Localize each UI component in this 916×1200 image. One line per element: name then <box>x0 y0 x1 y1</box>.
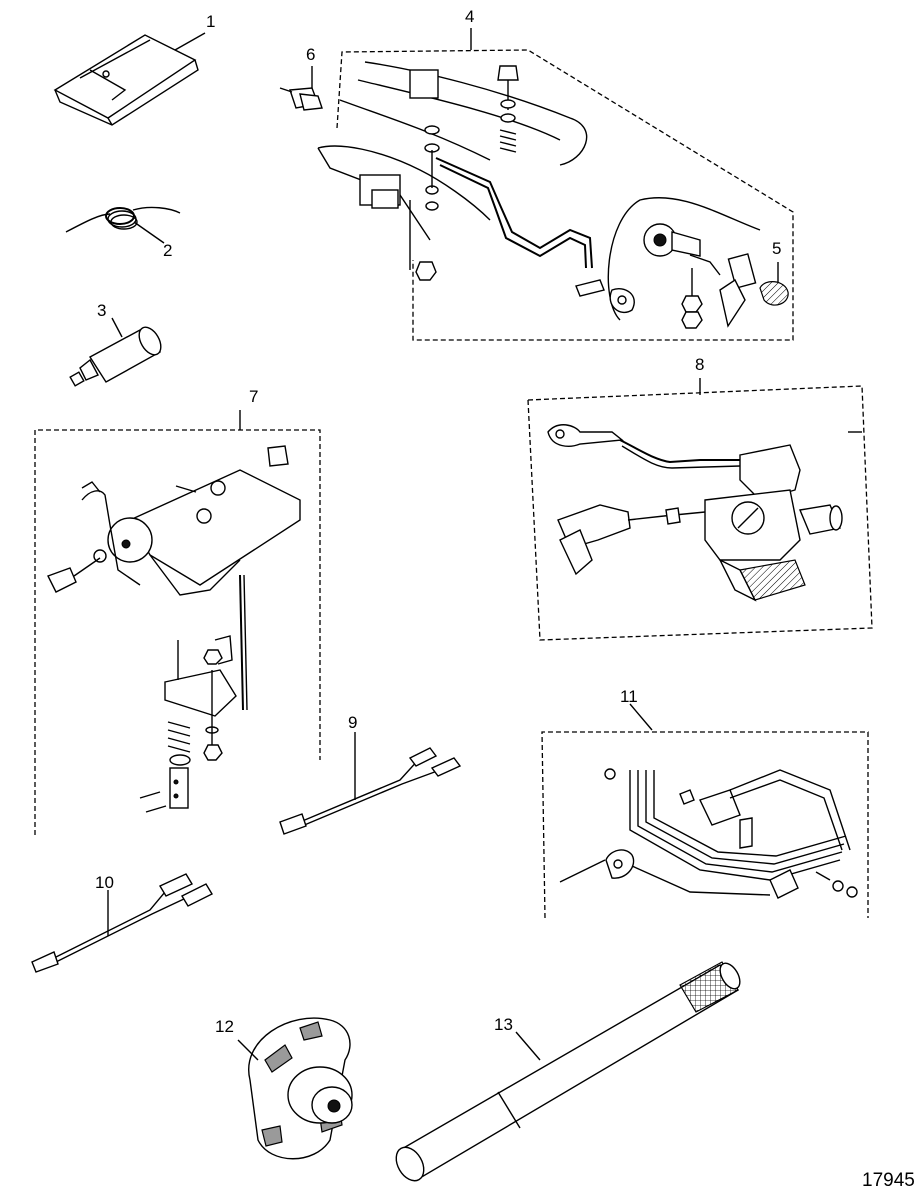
callout-2: 2 <box>163 241 172 260</box>
figure-number: 17945 <box>862 1170 915 1191</box>
part-6-fitting <box>279 66 323 111</box>
callout-3: 3 <box>97 301 106 320</box>
part-11-harness <box>541 703 869 919</box>
part-4-assembly <box>317 28 794 341</box>
callout-10: 10 <box>95 873 114 892</box>
part-3-tube <box>69 317 162 387</box>
part-10-wire <box>31 873 213 973</box>
callout-4: 4 <box>465 7 474 26</box>
callout-5: 5 <box>772 239 781 258</box>
part-8-switch <box>527 378 873 641</box>
callout-12: 12 <box>215 1017 234 1036</box>
part-1-pouch <box>53 32 206 126</box>
part-7-bracket <box>34 410 321 835</box>
callout-11: 11 <box>620 687 638 706</box>
callout-6: 6 <box>306 45 315 64</box>
callout-1: 1 <box>206 12 215 31</box>
callout-8: 8 <box>695 355 704 374</box>
callout-labels: 1 2 3 4 5 6 7 8 9 10 11 12 13 17945 <box>95 7 915 1191</box>
part-2-coil <box>65 206 181 244</box>
callout-7: 7 <box>249 387 258 406</box>
callout-9: 9 <box>348 713 357 732</box>
part-13-handle <box>395 961 741 1182</box>
callout-13: 13 <box>494 1015 513 1034</box>
part-12-hub <box>237 1017 353 1160</box>
part-9-wire <box>279 732 462 835</box>
